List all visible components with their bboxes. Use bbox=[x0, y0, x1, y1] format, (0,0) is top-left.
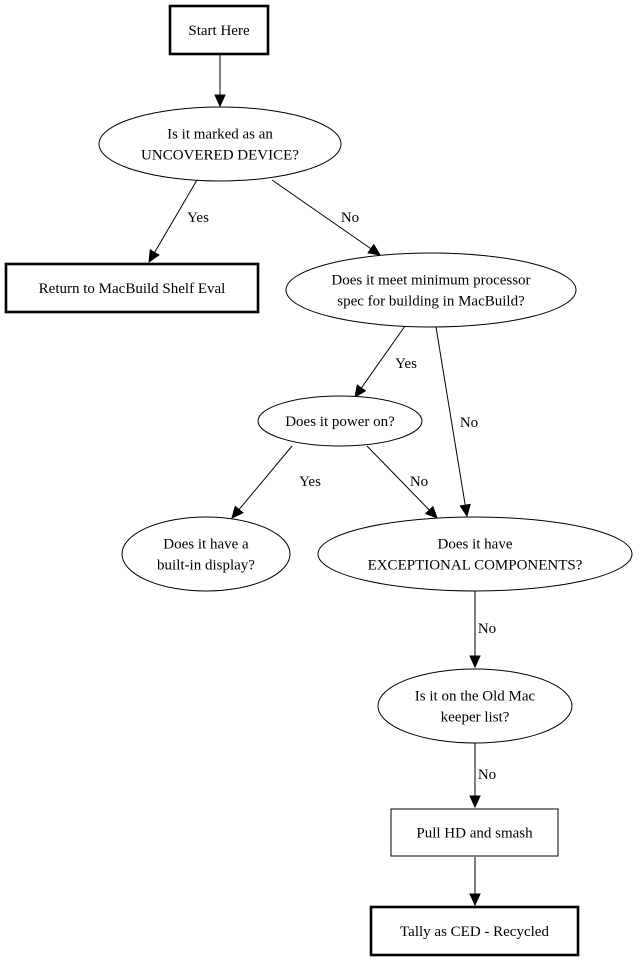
node-label-line: spec for building in MacBuild? bbox=[337, 294, 525, 310]
node-label-line: Does it have bbox=[438, 537, 513, 553]
node-label-line: Does it meet minimum processor bbox=[331, 273, 530, 289]
decision-ellipse bbox=[121, 516, 291, 592]
decision-ellipse bbox=[317, 516, 633, 592]
node-label-line: EXCEPTIONAL COMPONENTS? bbox=[368, 558, 583, 574]
arrowhead-icon bbox=[459, 503, 471, 518]
arrowhead-icon bbox=[469, 795, 481, 809]
arrowhead-icon bbox=[231, 505, 244, 519]
node-label-line: Start Here bbox=[188, 23, 250, 39]
edge-label: No bbox=[460, 415, 478, 431]
decision-ellipse bbox=[257, 395, 423, 447]
edge-label: No bbox=[478, 621, 496, 637]
node-uncovered: Is it marked as an UNCOVERED DEVICE? bbox=[98, 106, 342, 182]
nodes-layer: Start Here Is it marked as an UNCOVERED DE… bbox=[4, 4, 633, 957]
process-box bbox=[369, 905, 580, 957]
node-label-line: Does it have a bbox=[163, 537, 249, 553]
edge-uncovered-to-return_shelf: Yes bbox=[148, 179, 209, 264]
edge-power_on-to-exceptional: No bbox=[366, 445, 438, 519]
node-label-line: built-in display? bbox=[157, 558, 255, 574]
arrowhead-icon bbox=[469, 655, 481, 669]
edge-line bbox=[366, 445, 430, 511]
edge-label: No bbox=[341, 210, 359, 226]
node-pull-hd: Pull HD and smash bbox=[390, 808, 559, 857]
node-label-line: UNCOVERED DEVICE? bbox=[141, 148, 299, 164]
node-label-line: Is it on the Old Mac bbox=[415, 689, 536, 705]
edge-label: Yes bbox=[187, 210, 209, 226]
process-box bbox=[390, 808, 559, 857]
edge-old_mac-to-pull_hd: No bbox=[469, 743, 496, 809]
process-box bbox=[4, 262, 260, 314]
edge-line bbox=[271, 179, 372, 250]
arrowhead-icon bbox=[424, 505, 438, 519]
edge-line bbox=[435, 326, 466, 506]
edge-min_spec-to-exceptional: No bbox=[435, 326, 478, 518]
node-power-on: Does it power on? bbox=[257, 395, 423, 447]
node-label-line: Tally as CED - Recycled bbox=[400, 924, 549, 940]
edge-min_spec-to-power_on: Yes bbox=[354, 325, 417, 398]
arrowhead-icon bbox=[367, 243, 381, 256]
decision-ellipse bbox=[377, 668, 573, 744]
edge-label: Yes bbox=[395, 356, 417, 372]
edge-line bbox=[360, 325, 406, 389]
node-label-line: Pull HD and smash bbox=[416, 826, 533, 842]
edge-line bbox=[238, 445, 293, 510]
edge-label: No bbox=[478, 767, 496, 783]
edge-pull_hd-to-tally bbox=[469, 857, 481, 907]
decision-ellipse bbox=[98, 106, 342, 182]
node-label-line: Is it marked as an bbox=[167, 127, 273, 143]
node-start: Start Here bbox=[168, 4, 270, 56]
node-return-shelf: Return to MacBuild Shelf Eval bbox=[4, 262, 260, 314]
node-min-spec: Does it meet minimum processor spec for b… bbox=[285, 252, 577, 328]
edge-label: No bbox=[410, 474, 428, 490]
edge-label: Yes bbox=[299, 474, 321, 490]
node-label-line: Return to MacBuild Shelf Eval bbox=[39, 281, 226, 297]
arrowhead-icon bbox=[469, 893, 481, 907]
arrowhead-icon bbox=[354, 384, 367, 398]
edge-exceptional-to-old_mac: No bbox=[469, 591, 496, 669]
node-label-line: Does it power on? bbox=[285, 414, 395, 430]
edge-start-to-uncovered bbox=[214, 55, 226, 108]
decision-ellipse bbox=[285, 252, 577, 328]
edge-power_on-to-builtin_display: Yes bbox=[231, 445, 321, 519]
edge-uncovered-to-min_spec: No bbox=[271, 179, 381, 256]
node-label-line: keeper list? bbox=[441, 710, 510, 726]
node-tally: Tally as CED - Recycled bbox=[369, 905, 580, 957]
process-box bbox=[168, 4, 270, 56]
node-builtin-display: Does it have a built-in display? bbox=[121, 516, 291, 592]
arrowhead-icon bbox=[148, 249, 160, 264]
node-old-mac: Is it on the Old Mac keeper list? bbox=[377, 668, 573, 744]
arrowhead-icon bbox=[214, 94, 226, 108]
edge-line bbox=[154, 179, 198, 253]
